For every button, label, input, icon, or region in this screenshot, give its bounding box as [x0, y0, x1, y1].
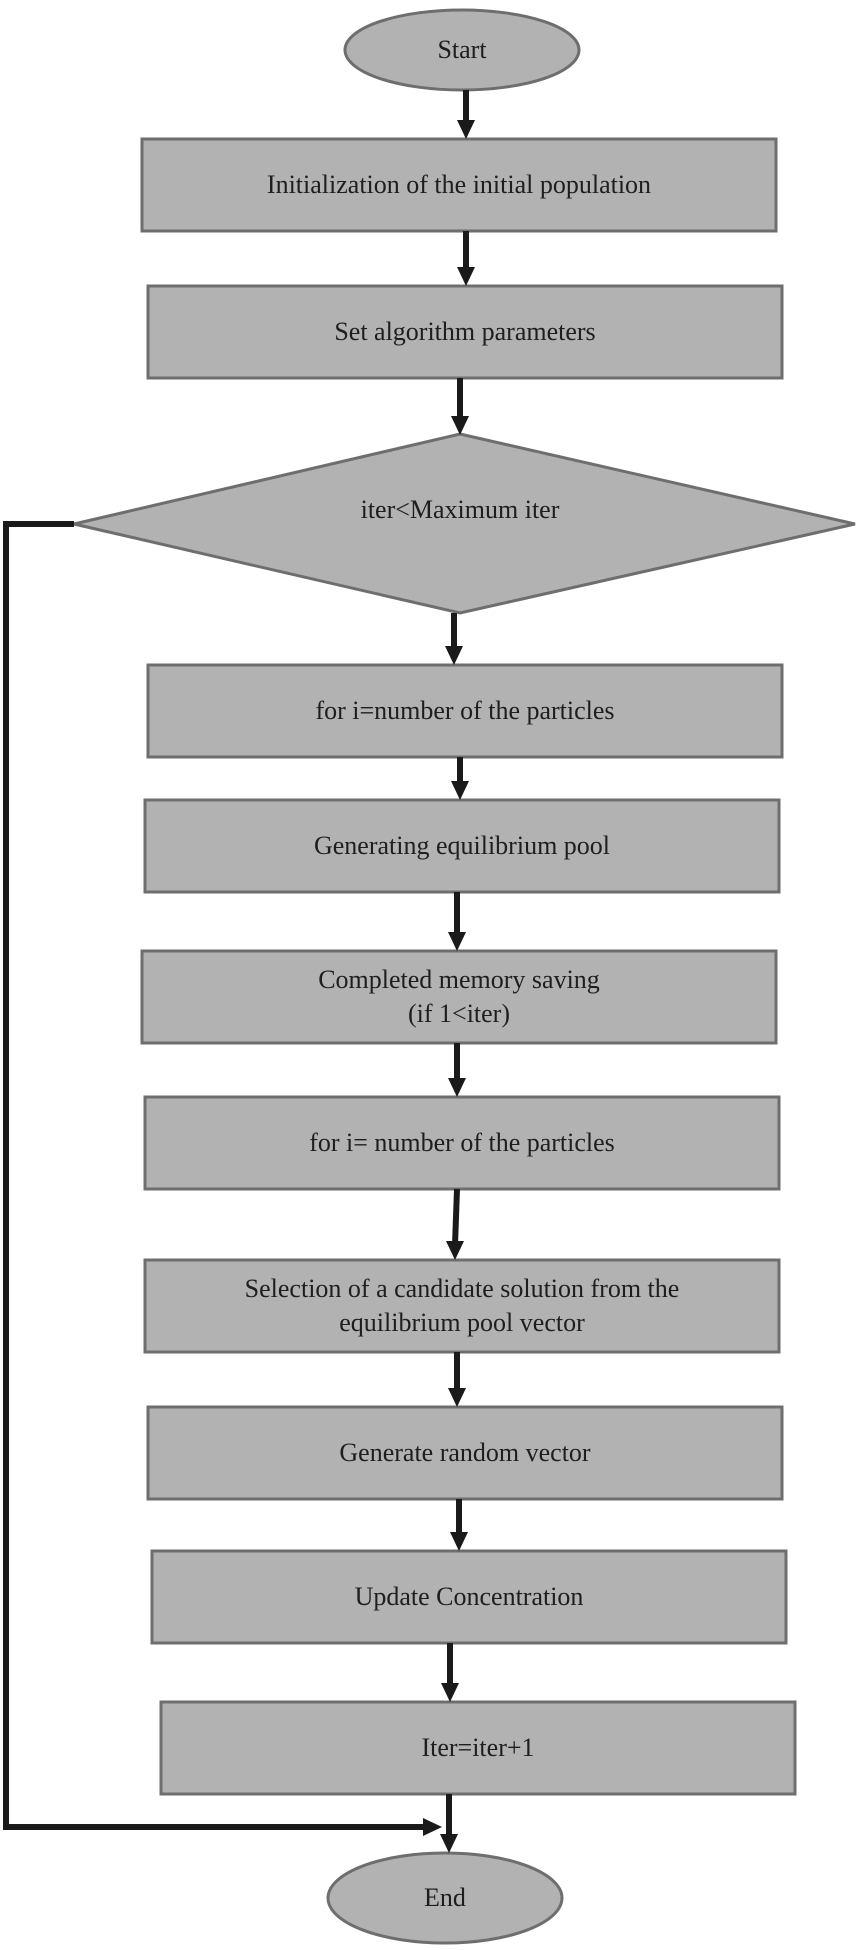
- set-params-box: [146, 284, 784, 380]
- gen-pool-label: Generating equilibrium pool: [145, 800, 779, 892]
- arrowhead-condition: [451, 416, 469, 435]
- start-text: Start: [437, 35, 487, 64]
- init-population-box: [140, 137, 778, 233]
- for-particles-2-box: [143, 1095, 781, 1191]
- init-population-text: Initialization of the initial population: [266, 170, 652, 199]
- arrowhead-for2: [448, 1078, 466, 1097]
- loop-condition-label: iter<Maximum iter: [260, 490, 660, 530]
- iter-increment-label: Iter=iter+1: [161, 1702, 795, 1794]
- for-particles-2-text: for i= number of the particles: [309, 1128, 615, 1157]
- arrowhead-params: [457, 267, 475, 286]
- end-terminal: [326, 1851, 564, 1945]
- arrowhead-select: [446, 1241, 464, 1260]
- gen-pool-text: Generating equilibrium pool: [313, 831, 611, 860]
- set-params-label: Set algorithm parameters: [148, 286, 782, 378]
- arrowhead-for1: [445, 646, 463, 665]
- arrowhead-init: [457, 120, 475, 139]
- arrowhead-random: [448, 1388, 466, 1407]
- update-conc-label: Update Concentration: [152, 1551, 786, 1643]
- end-text: End: [424, 1883, 466, 1912]
- memory-saving-label: Completed memory saving (if 1<iter): [142, 951, 776, 1043]
- init-population-label: Initialization of the initial population: [142, 139, 776, 231]
- arrowhead-exit: [423, 1818, 442, 1836]
- arrowhead-increment: [441, 1683, 459, 1702]
- iter-increment-text: Iter=iter+1: [421, 1733, 535, 1762]
- for-particles-1-text: for i=number of the particles: [315, 696, 615, 725]
- start-label: Start: [345, 30, 579, 70]
- loop-condition-text: iter<Maximum iter: [360, 495, 560, 524]
- loop-condition-diamond: [73, 432, 856, 615]
- arrowhead-update: [450, 1532, 468, 1551]
- select-candidate-label: Selection of a candidate solution from t…: [145, 1260, 779, 1352]
- end-label: End: [328, 1878, 562, 1918]
- select-candidate-line-1: Selection of a candidate solution from t…: [244, 1274, 680, 1303]
- update-conc-text: Update Concentration: [354, 1582, 584, 1611]
- arrowhead-pool: [451, 781, 469, 800]
- for-particles-2-label: for i= number of the particles: [145, 1097, 779, 1189]
- gen-random-text: Generate random vector: [339, 1438, 591, 1467]
- exit-loop-connector: [3, 521, 425, 1830]
- gen-random-label: Generate random vector: [148, 1407, 782, 1499]
- arrowhead-memory: [448, 932, 466, 951]
- for-particles-1-box: [146, 663, 784, 759]
- select-candidate-box: [143, 1258, 781, 1354]
- arrow-for2-to-select: [452, 1188, 460, 1246]
- gen-random-box: [146, 1405, 784, 1501]
- select-candidate-line-2: equilibrium pool vector: [339, 1308, 585, 1337]
- start-terminal: [343, 8, 581, 92]
- for-particles-1-label: for i=number of the particles: [148, 665, 782, 757]
- update-conc-box: [150, 1549, 788, 1645]
- set-params-text: Set algorithm parameters: [334, 317, 596, 346]
- iter-increment-box: [159, 1700, 797, 1796]
- memory-saving-line-2: (if 1<iter): [407, 999, 510, 1028]
- memory-saving-line-1: Completed memory saving: [318, 965, 600, 994]
- arrowhead-end: [440, 1834, 458, 1853]
- gen-pool-box: [143, 798, 781, 894]
- memory-saving-box: [140, 949, 778, 1045]
